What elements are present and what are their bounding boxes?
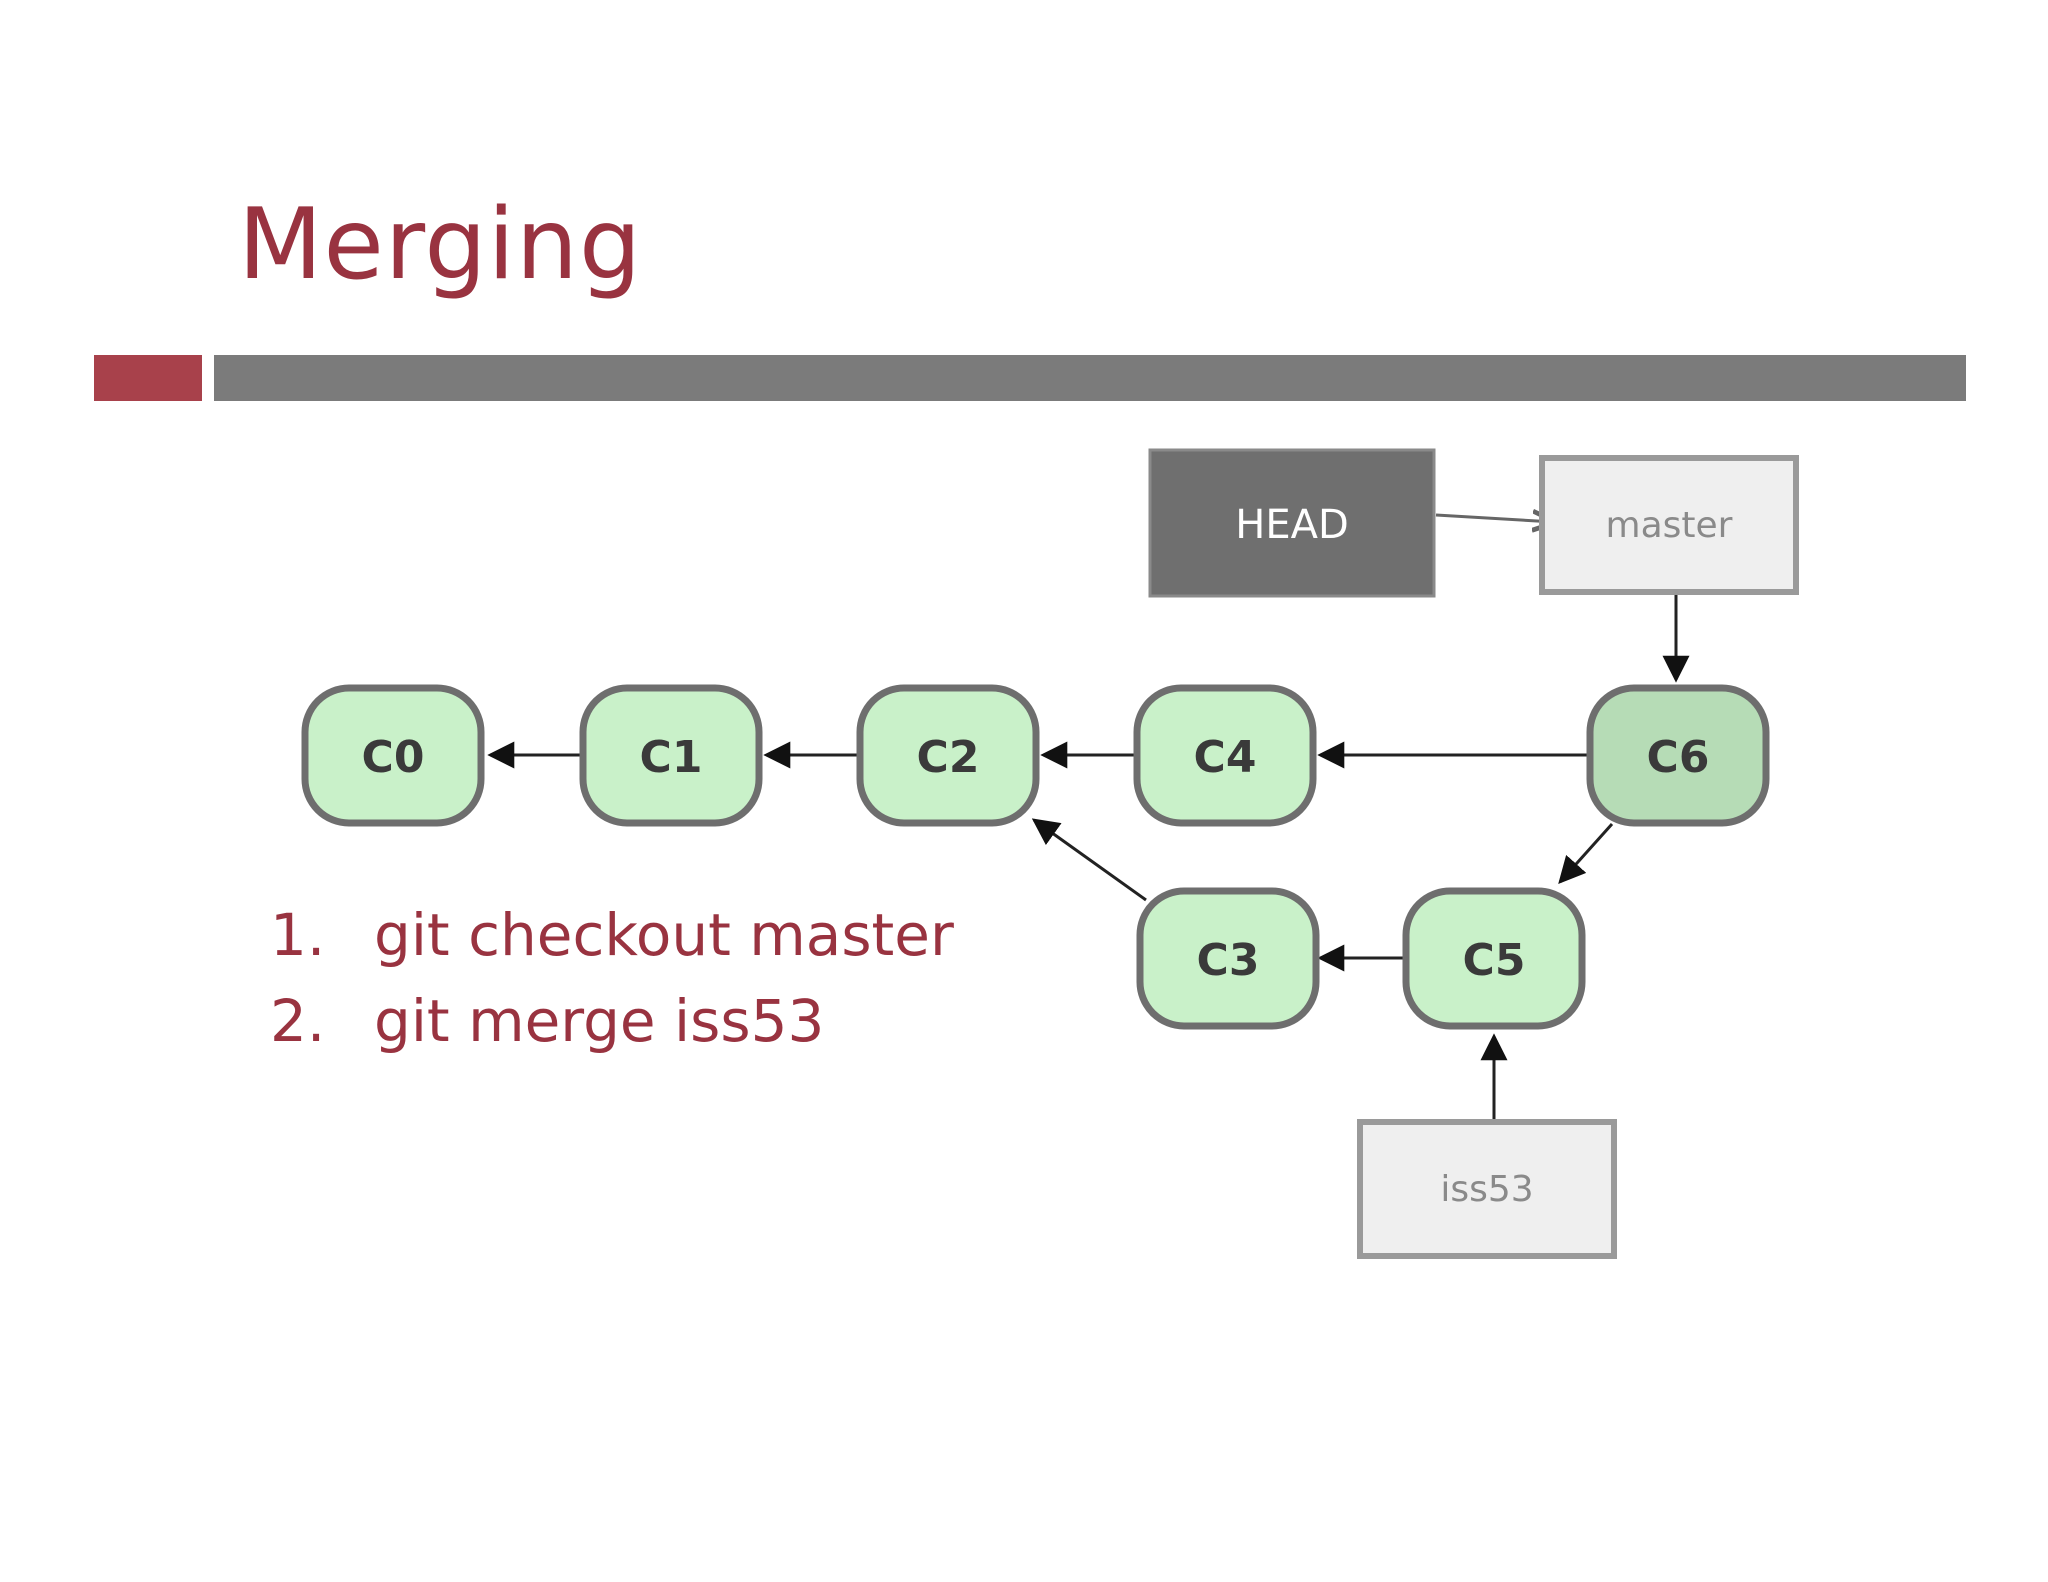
slide-title: Merging [238, 188, 643, 302]
step-number: 1. [270, 901, 326, 969]
ref-head-label: HEAD [1235, 502, 1349, 548]
ref-master-label: master [1606, 505, 1733, 546]
commit-c3: C3 [1136, 887, 1320, 1030]
commit-label: C5 [1463, 935, 1526, 986]
step-number: 2. [270, 987, 326, 1055]
ref-master: master [1539, 455, 1799, 595]
commit-c4: C4 [1133, 684, 1317, 827]
commit-c1: C1 [579, 684, 763, 827]
steps-list: 1. git checkout master 2. git merge iss5… [270, 892, 954, 1064]
step-text: git checkout master [374, 901, 954, 969]
title-bar [214, 355, 1966, 401]
commit-c0: C0 [301, 684, 485, 827]
commit-label: C1 [640, 732, 703, 783]
title-bar-accent [94, 355, 202, 401]
step-text: git merge iss53 [374, 987, 825, 1055]
ref-iss53-label: iss53 [1440, 1169, 1533, 1210]
step-item: 1. git checkout master [270, 892, 954, 978]
commit-label: C3 [1197, 935, 1260, 986]
commit-c6: C6 [1586, 684, 1770, 827]
commit-label: C2 [917, 732, 980, 783]
commit-label: C0 [362, 732, 425, 783]
arrow-c3-c2 [1031, 818, 1147, 902]
commit-c2: C2 [856, 684, 1040, 827]
ref-head: HEAD [1148, 448, 1436, 598]
arrow-head-master [1435, 515, 1554, 522]
commit-label: C4 [1194, 732, 1257, 783]
commit-label: C6 [1647, 732, 1710, 783]
step-item: 2. git merge iss53 [270, 978, 954, 1064]
commit-c5: C5 [1402, 887, 1586, 1030]
ref-iss53: iss53 [1357, 1119, 1617, 1259]
arrow-c6-c5 [1558, 822, 1614, 885]
